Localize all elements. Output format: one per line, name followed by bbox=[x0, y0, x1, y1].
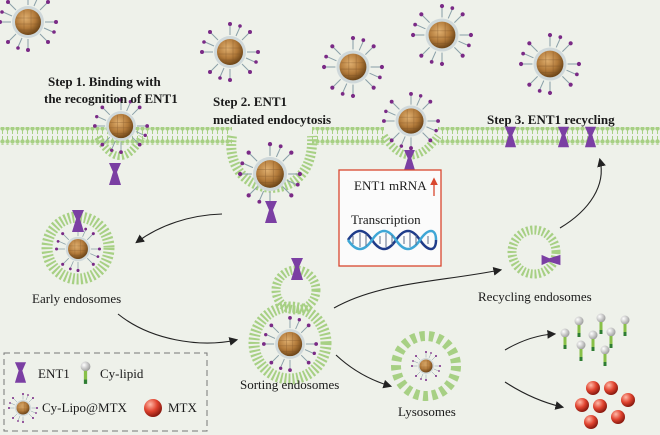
cy-lipid-icon bbox=[620, 315, 630, 336]
step3-label: Step 3. ENT1 recycling bbox=[487, 112, 615, 127]
pathway-arrows bbox=[117, 157, 606, 410]
step1-label-line2: the recognition of ENT1 bbox=[44, 91, 178, 106]
ent1-transporter-icon bbox=[265, 201, 277, 223]
legend-mtx-icon bbox=[144, 399, 162, 417]
nanoparticle-icon bbox=[411, 351, 441, 381]
cy-lipid-icon bbox=[600, 345, 610, 366]
sorting-endosome bbox=[248, 258, 332, 385]
sorting-endosomes-label: Sorting endosomes bbox=[240, 377, 340, 392]
nanoparticle-icon bbox=[382, 92, 440, 150]
mtx-icon bbox=[604, 381, 618, 395]
lysosome bbox=[391, 331, 461, 401]
nanoparticle-icon bbox=[411, 4, 473, 66]
step1-label-line1: Step 1. Binding with bbox=[48, 74, 161, 89]
transcription-label: Transcription bbox=[351, 212, 421, 227]
mtx-icon bbox=[611, 410, 625, 424]
nanoparticle-icon bbox=[0, 0, 58, 52]
ent1-transporter-icon bbox=[291, 258, 303, 280]
nanoparticle-icon bbox=[238, 142, 302, 206]
ent1-transporter-icon bbox=[109, 163, 121, 185]
nanoparticle-icon bbox=[262, 316, 318, 372]
nanoparticle-icon bbox=[519, 33, 581, 95]
mtx-icon bbox=[575, 398, 589, 412]
ent1-transporter-icon bbox=[404, 150, 415, 170]
nanoparticle-icon bbox=[200, 22, 260, 82]
nanoparticle-icon bbox=[55, 226, 101, 272]
legend-ent1-icon bbox=[14, 362, 27, 383]
mtx-icon bbox=[586, 381, 600, 395]
mtx-icon bbox=[584, 415, 598, 429]
early-endosome bbox=[41, 210, 115, 285]
dna-helix-icon bbox=[346, 229, 438, 251]
cy-lipid-icon bbox=[574, 316, 584, 337]
cy-lipid-icon bbox=[576, 340, 586, 361]
cy-lipid-icon bbox=[596, 313, 606, 334]
nanoparticle-icon bbox=[322, 36, 384, 98]
cy-lipid-icon bbox=[560, 328, 570, 349]
recycling-endosomes-label: Recycling endosomes bbox=[478, 289, 592, 304]
cy-lipid-icon bbox=[588, 330, 598, 351]
mtx-icon bbox=[621, 393, 635, 407]
step2-label-line2: mediated endocytosis bbox=[213, 112, 332, 127]
step2-endocytic-pit bbox=[226, 135, 318, 223]
early-endosomes-label: Early endosomes bbox=[32, 291, 122, 306]
released-mtx bbox=[575, 381, 635, 429]
legend-box bbox=[3, 352, 208, 432]
legend-mtx-label: MTX bbox=[168, 400, 197, 415]
released-cy-lipids bbox=[560, 313, 630, 366]
transcription-box bbox=[338, 169, 442, 267]
legend-cy-lipo-label: Cy-Lipo@MTX bbox=[42, 400, 127, 415]
ent1-mrna-label: ENT1 mRNA bbox=[354, 178, 427, 193]
legend-cy-lipo-icon bbox=[8, 393, 38, 423]
step1-binding-site bbox=[93, 98, 149, 185]
recycling-endosome bbox=[507, 225, 561, 279]
legend-ent1-label: ENT1 bbox=[38, 366, 70, 381]
lysosomes-label: Lysosomes bbox=[398, 404, 456, 419]
legend-cy-lipid-icon bbox=[80, 361, 91, 384]
legend-cy-lipid-label: Cy-lipid bbox=[100, 366, 144, 381]
step2-label-line1: Step 2. ENT1 bbox=[213, 94, 288, 109]
entering-particle bbox=[380, 92, 442, 170]
cy-lipid-icon bbox=[606, 327, 616, 348]
mtx-icon bbox=[593, 399, 607, 413]
